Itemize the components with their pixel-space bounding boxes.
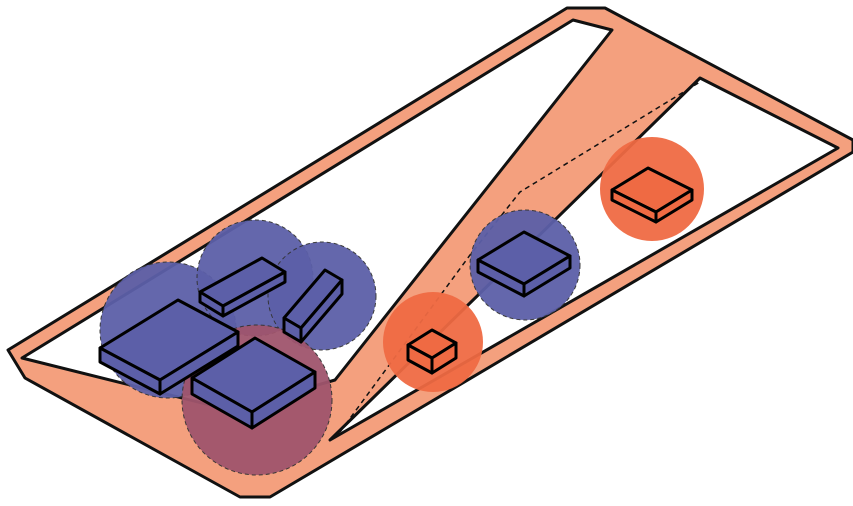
building-small-top <box>198 256 287 318</box>
building-mid-right <box>476 230 572 298</box>
building-large-lower <box>190 336 317 430</box>
building-orange-right <box>610 166 694 224</box>
building-thin <box>282 268 344 344</box>
building-orange-small <box>406 328 458 375</box>
building-large-left <box>98 298 240 396</box>
